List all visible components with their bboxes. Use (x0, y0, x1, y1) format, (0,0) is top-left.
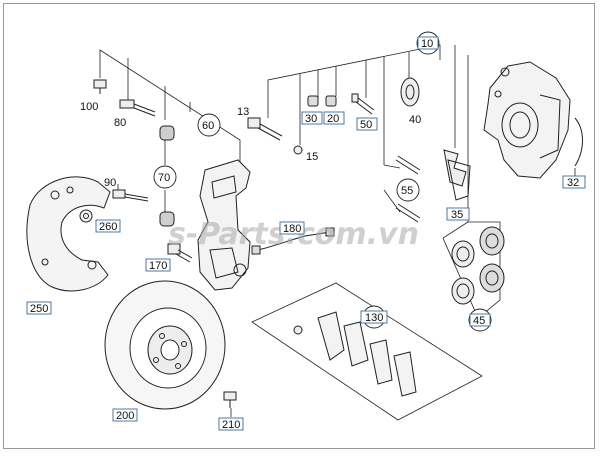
boxed-callout-32: 32 (562, 175, 586, 189)
callout-13: 13 (237, 106, 249, 118)
boxed-callout-35: 35 (446, 207, 470, 221)
callout-250: 250 (30, 303, 48, 315)
circle-callout-70: 70 (153, 165, 177, 189)
boxed-callout-130: 130 (360, 305, 388, 329)
bolt-13-part (247, 117, 303, 155)
boxed-callout-200: 200 (112, 408, 138, 422)
callout-15: 15 (306, 151, 318, 163)
caliper-bracket-part (197, 159, 251, 291)
bolt-80-part (119, 99, 156, 117)
boxed-callout-30: 30 (301, 111, 323, 125)
callout-50: 50 (360, 119, 372, 131)
callout-80: 80 (114, 117, 126, 129)
bolt-100-part (93, 79, 107, 94)
small-parts-30-20 (307, 95, 337, 107)
callout-55: 55 (401, 185, 413, 197)
callout-60: 60 (202, 120, 214, 132)
splash-shield-part (26, 176, 111, 292)
wire-part (574, 117, 583, 167)
bolt-210-part (223, 391, 237, 408)
callout-35: 35 (451, 209, 463, 221)
bleeder-screw-part (351, 93, 375, 115)
callout-170: 170 (149, 260, 167, 272)
callout-90: 90 (104, 177, 116, 189)
bolt-170-part (167, 243, 193, 263)
callout-200: 200 (116, 410, 134, 422)
piston-seal-kit-part (451, 226, 505, 305)
boxed-callout-45: 45 (468, 308, 492, 332)
spring-clip-part (443, 149, 471, 201)
callout-40: 40 (409, 114, 421, 126)
bushing-part (159, 125, 175, 227)
leader-lines (99, 44, 576, 421)
wear-sensor-part (251, 227, 335, 255)
boxed-callout-10: 10 (416, 31, 440, 55)
callout-210: 210 (222, 419, 240, 431)
callout-10: 10 (421, 38, 433, 50)
boxed-callout-50: 50 (356, 117, 378, 131)
diagram-frame (3, 3, 595, 449)
callout-32: 32 (567, 177, 579, 189)
boxed-callout-250: 250 (26, 301, 52, 315)
caliper-part (483, 61, 571, 179)
brake-disc-part (104, 280, 226, 410)
boxed-callout-210: 210 (218, 417, 244, 431)
circle-callout-55: 55 (396, 178, 420, 202)
callout-20: 20 (327, 113, 339, 125)
callouts: 100 80 90 13 15 40 60 70 55 10 130 (26, 31, 586, 431)
callout-100: 100 (80, 101, 98, 113)
boxed-callout-260: 260 (95, 219, 121, 233)
boxed-callout-180: 180 (279, 221, 305, 235)
boxed-callout-170: 170 (145, 258, 171, 272)
parts-drawing (26, 61, 583, 410)
callout-180: 180 (283, 223, 301, 235)
callout-130: 130 (365, 312, 383, 324)
callout-30: 30 (305, 113, 317, 125)
callout-45: 45 (473, 315, 485, 327)
callout-70: 70 (158, 172, 170, 184)
nut-part (79, 209, 93, 223)
bolt-90-part (112, 189, 149, 202)
boxed-callout-20: 20 (323, 111, 345, 125)
seal-ring-part (400, 77, 420, 107)
callout-260: 260 (99, 221, 117, 233)
circle-callout-60: 60 (197, 113, 221, 137)
guide-pins-part (395, 155, 421, 223)
brake-pads-part (293, 311, 417, 397)
